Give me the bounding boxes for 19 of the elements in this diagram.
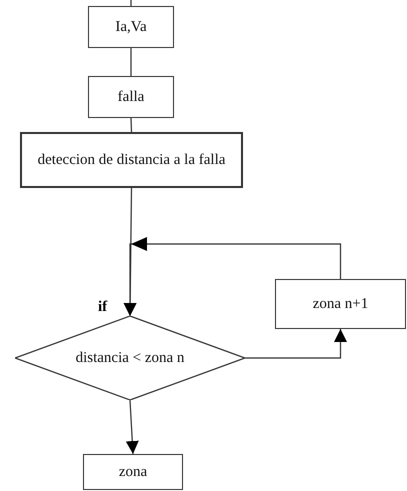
decision-diamond <box>15 316 245 400</box>
arrow <box>126 400 139 454</box>
node-label: distancia < zona n <box>76 350 184 366</box>
process-box <box>20 132 243 188</box>
connector-line <box>130 118 132 132</box>
node-label: falla <box>118 88 144 106</box>
process-box <box>83 454 183 490</box>
arrow <box>245 329 347 359</box>
node-label: zona n+1 <box>312 296 368 312</box>
condition-label: if <box>98 299 108 316</box>
connector-line <box>130 0 132 6</box>
connector-line <box>130 48 132 76</box>
node-label: deteccion de distancia a la falla <box>36 152 226 168</box>
process-box <box>275 279 406 329</box>
node-label: zona <box>118 464 148 480</box>
arrow <box>124 237 342 316</box>
process-box <box>88 76 174 118</box>
process-box <box>88 6 174 48</box>
node-label: Ia,Va <box>115 18 147 36</box>
